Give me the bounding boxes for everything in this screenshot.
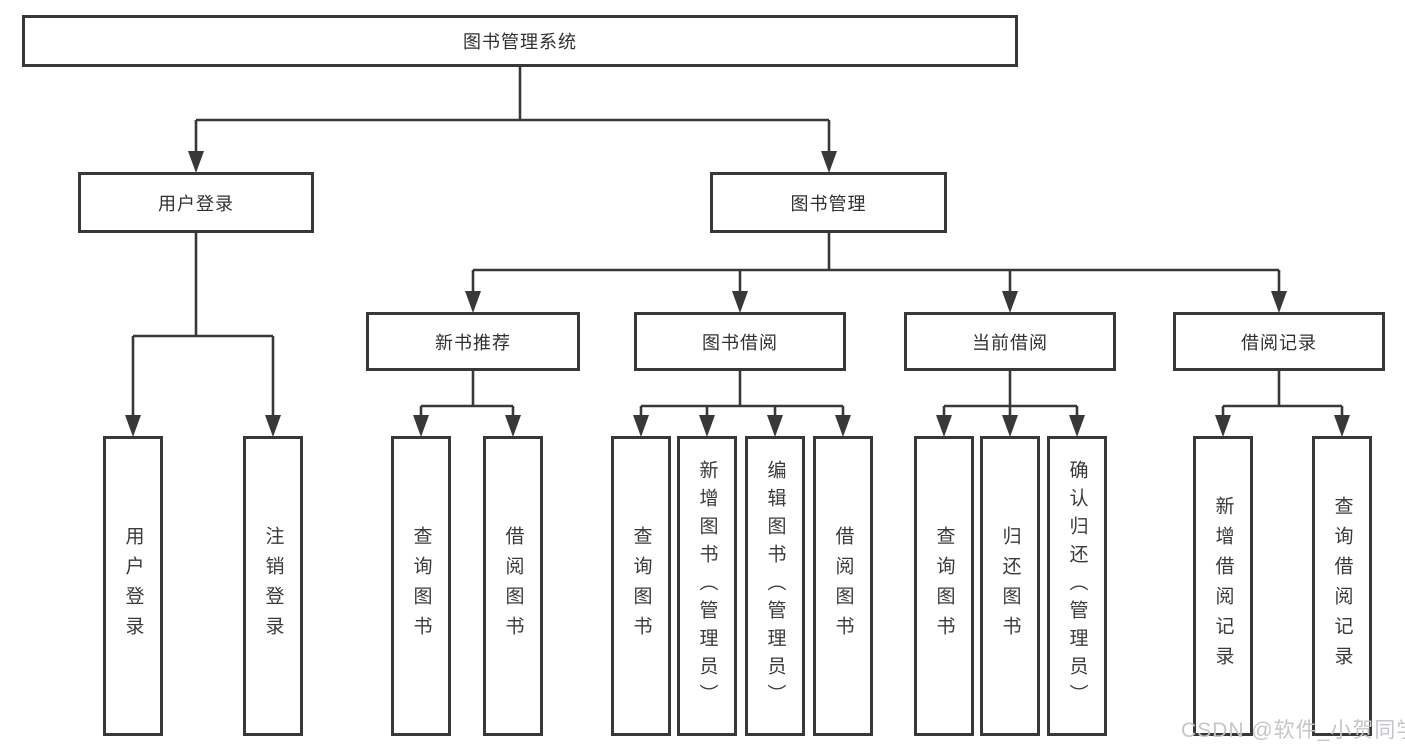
node-library-management-system: 图书管理系统 <box>22 15 1018 67</box>
node-label: 借阅图书 <box>832 526 854 646</box>
node-label: 用户登录 <box>158 193 234 214</box>
node-book-borrow: 图书借阅 <box>634 312 846 371</box>
leaf-query-books-current: 查询图书 <box>914 436 974 736</box>
arrowheads <box>125 151 1350 437</box>
leaf-query-borrow-record: 查询借阅记录 <box>1312 436 1372 736</box>
node-label: 查询图书 <box>933 526 955 646</box>
leaf-borrow-books: 借阅图书 <box>813 436 873 736</box>
node-label: 图书借阅 <box>702 332 778 353</box>
node-borrow-records: 借阅记录 <box>1173 312 1385 371</box>
leaf-add-book-admin: 新增图书（管理员） <box>677 436 737 736</box>
node-label: 新书推荐 <box>435 332 511 353</box>
node-label: 归还图书 <box>999 526 1021 646</box>
leaf-add-borrow-record: 新增借阅记录 <box>1193 436 1253 736</box>
node-label: 注销登录 <box>262 526 284 646</box>
leaf-confirm-return-admin: 确认归还（管理员） <box>1047 436 1107 736</box>
node-label: 查询借阅记录 <box>1331 496 1353 676</box>
leaf-user-login: 用户登录 <box>103 436 163 736</box>
node-label: 图书管理系统 <box>463 32 577 52</box>
node-label: 查询图书 <box>410 526 432 646</box>
node-label: 当前借阅 <box>972 332 1048 353</box>
node-label: 借阅图书 <box>502 526 524 646</box>
leaf-query-books-recommend: 查询图书 <box>391 436 451 736</box>
node-book-management: 图书管理 <box>710 172 947 233</box>
node-label: 用户登录 <box>122 526 144 646</box>
node-user-login: 用户登录 <box>78 172 314 233</box>
node-current-borrow: 当前借阅 <box>904 312 1116 371</box>
node-label: 新增图书（管理员） <box>696 460 718 712</box>
node-label: 编辑图书（管理员） <box>764 460 786 712</box>
node-label: 查询图书 <box>630 526 652 646</box>
leaf-edit-book-admin: 编辑图书（管理员） <box>745 436 805 736</box>
node-label: 确认归还（管理员） <box>1066 460 1088 712</box>
node-label: 新增借阅记录 <box>1212 496 1234 676</box>
leaf-borrow-books-recommend: 借阅图书 <box>483 436 543 736</box>
node-new-book-recommend: 新书推荐 <box>366 312 580 371</box>
node-label: 借阅记录 <box>1241 332 1317 353</box>
node-label: 图书管理 <box>790 193 867 214</box>
leaf-return-book: 归还图书 <box>980 436 1040 736</box>
leaf-logout: 注销登录 <box>243 436 303 736</box>
leaf-query-books-borrow: 查询图书 <box>611 436 671 736</box>
csdn-watermark: CSDN @软件_小贺同学 <box>1181 719 1405 742</box>
